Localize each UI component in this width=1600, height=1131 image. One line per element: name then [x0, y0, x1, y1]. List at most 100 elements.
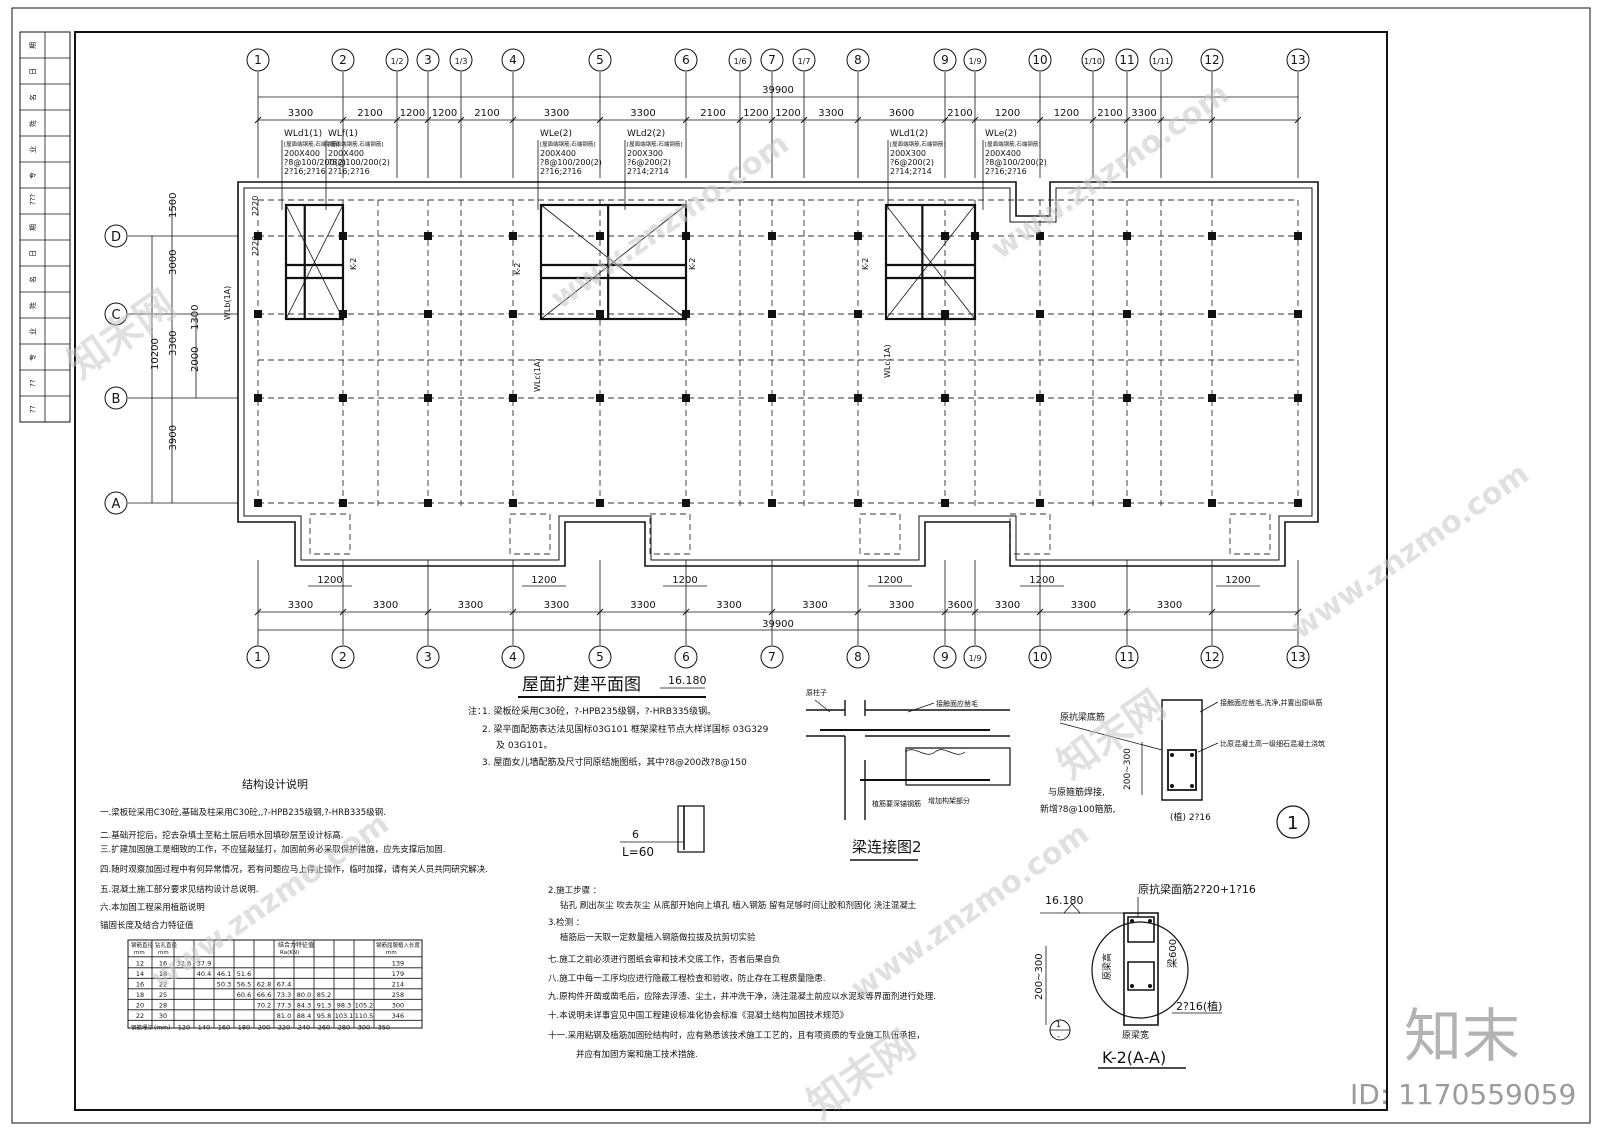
column [1123, 310, 1131, 318]
hook-length: L=60 [622, 845, 654, 859]
dim-tick-top [424, 116, 432, 124]
dim-tick-top [1208, 116, 1216, 124]
detail1-l1: 原抗梁底筋 [1060, 711, 1105, 723]
axis-bubble-bottom [501, 645, 525, 669]
axis-label-bottom: 9 [941, 650, 949, 664]
column [596, 499, 604, 507]
table-cell: 98.3 [337, 1001, 351, 1009]
beam-tag-line: 200X300 [890, 149, 926, 158]
slab-diagonal [885, 204, 976, 320]
column [1294, 499, 1302, 507]
dim-top-text: 3300 [544, 108, 569, 119]
k2-sec-sub: - [1057, 1032, 1060, 1041]
title-block-cell: ?? [29, 405, 37, 413]
table-cell: 95.8 [317, 1012, 331, 1020]
note-3: 3. 屋面女儿墙配筋及尺寸同原结施图纸，其中?8@200改?8@150 [482, 756, 747, 768]
axis-label-bottom: 7 [768, 650, 776, 664]
axis-bubble-top [728, 48, 752, 72]
axis-bubble-top [385, 48, 409, 72]
column [509, 310, 517, 318]
axis-label-row: C [111, 308, 120, 323]
axis-bubble-top [416, 48, 440, 72]
dim-left-text: 3900 [168, 425, 179, 450]
dim-tick-bottom [339, 608, 347, 616]
axis-bubble-row [104, 386, 128, 410]
axis-bubble-bottom [963, 645, 987, 669]
vertical-tag: K-2 [349, 258, 358, 270]
beam-tag-name: WLd1(2) [890, 129, 928, 139]
dim-tick-top [339, 116, 347, 124]
building-outline-inner [243, 187, 1313, 561]
title-block-cell: 日 [29, 68, 37, 75]
vertical-tag: K-2 [861, 258, 870, 270]
detail2-l4: 增加构架部分 [928, 796, 970, 805]
step-2: 2.施工步骤 ： [548, 885, 601, 896]
dim-tick-bottom [941, 608, 949, 616]
beam-tag-line: [屋面端钢筋,石端钢筋] [284, 140, 340, 148]
note-2b: 及 03G101。 [496, 740, 552, 751]
bay-dashed [1009, 513, 1051, 555]
axis-label-top: 1/3 [455, 57, 468, 66]
table-cell: 70.2 [257, 1001, 271, 1009]
beam-tag-name: WLd2(2) [627, 129, 665, 139]
table-cell: 37.9 [197, 959, 211, 967]
dim-top-text: 1200 [400, 108, 425, 119]
vertical-tag: WLc(1A) [883, 344, 892, 378]
dim-left-text: 3300 [168, 331, 179, 356]
axis-label-top: 1/9 [969, 57, 982, 66]
axis-bubble-bottom [846, 645, 870, 669]
beam-tag-line: [屋面端钢筋,石端钢筋] [540, 140, 596, 148]
axis-bubble-bottom [331, 645, 355, 669]
table-cell: 346 [392, 1012, 404, 1020]
dim-tick-bottom [682, 608, 690, 616]
dim-tick-bottom [971, 608, 979, 616]
dim-left-text: 3000 [168, 250, 179, 275]
dim-top-text: 3300 [1131, 108, 1156, 119]
table-header: 结合力特征值 [278, 941, 314, 949]
k2-dim: 200~300 [1034, 953, 1045, 1000]
axis-label-row: B [112, 392, 121, 407]
step-2a: 钻孔 刷出灰尘 吹去灰尘 从底部开始向上填孔 植入钢筋 留有足够时间让胶和剂固化… [560, 900, 917, 911]
table-cell: 300 [392, 1001, 404, 1009]
axis-label-top: 1/11 [1152, 57, 1170, 66]
beam-tag-line: ?8@100/200(2) [540, 158, 602, 167]
dim-top-text: 1200 [775, 108, 800, 119]
table-cell: 40.4 [197, 970, 211, 978]
dim-bottom-text: 3300 [288, 600, 313, 611]
dim-tick-top [854, 116, 862, 124]
dim-tick-top [736, 116, 744, 124]
sheet-border [11, 7, 1591, 1124]
axis-bubble-top [246, 48, 270, 72]
column [1208, 310, 1216, 318]
table-cell: 81.0 [277, 1012, 291, 1020]
axis-label-top: 7 [768, 53, 776, 67]
detail1-l2: 接触面应凿毛,洗净,并置出原纵筋 [1220, 698, 1322, 707]
table-cell: 22 [159, 980, 167, 988]
detail1-l5: 新增?8@100箍筋, [1040, 803, 1116, 815]
axis-bubble-row [104, 224, 128, 248]
k2-bot: 2?16(植) [1176, 999, 1222, 1013]
left-tag: 2220 [251, 196, 260, 216]
column [339, 394, 347, 402]
axis-bubble-top [1149, 48, 1173, 72]
vertical-tag: WLb(1A) [223, 286, 232, 320]
title-block-cell: 专 [28, 172, 37, 179]
axis-label-bottom: 4 [509, 650, 517, 664]
detail1-mark-circle [1276, 805, 1310, 839]
table-foot-cell: 120 [178, 1023, 190, 1031]
table-cell: 103.1 [335, 1012, 354, 1020]
table-cell: 179 [392, 970, 404, 978]
table-cell: 84.3 [297, 1001, 311, 1009]
axis-bubble-top [501, 48, 525, 72]
new-beam-frame [884, 203, 977, 321]
axis-bubble-top [1286, 48, 1310, 72]
column [596, 310, 604, 318]
column [682, 499, 690, 507]
column [854, 394, 862, 402]
k2-width: 原梁宽 [1122, 1029, 1149, 1041]
plan-title-group: 屋面扩建平面图 16.180 [518, 674, 707, 698]
watermark-id: ID: 1170559059 [1350, 1078, 1576, 1111]
beam-tag-line: 200X300 [627, 149, 663, 158]
new-beam-frame [539, 203, 688, 321]
dim-tick-top [682, 116, 690, 124]
